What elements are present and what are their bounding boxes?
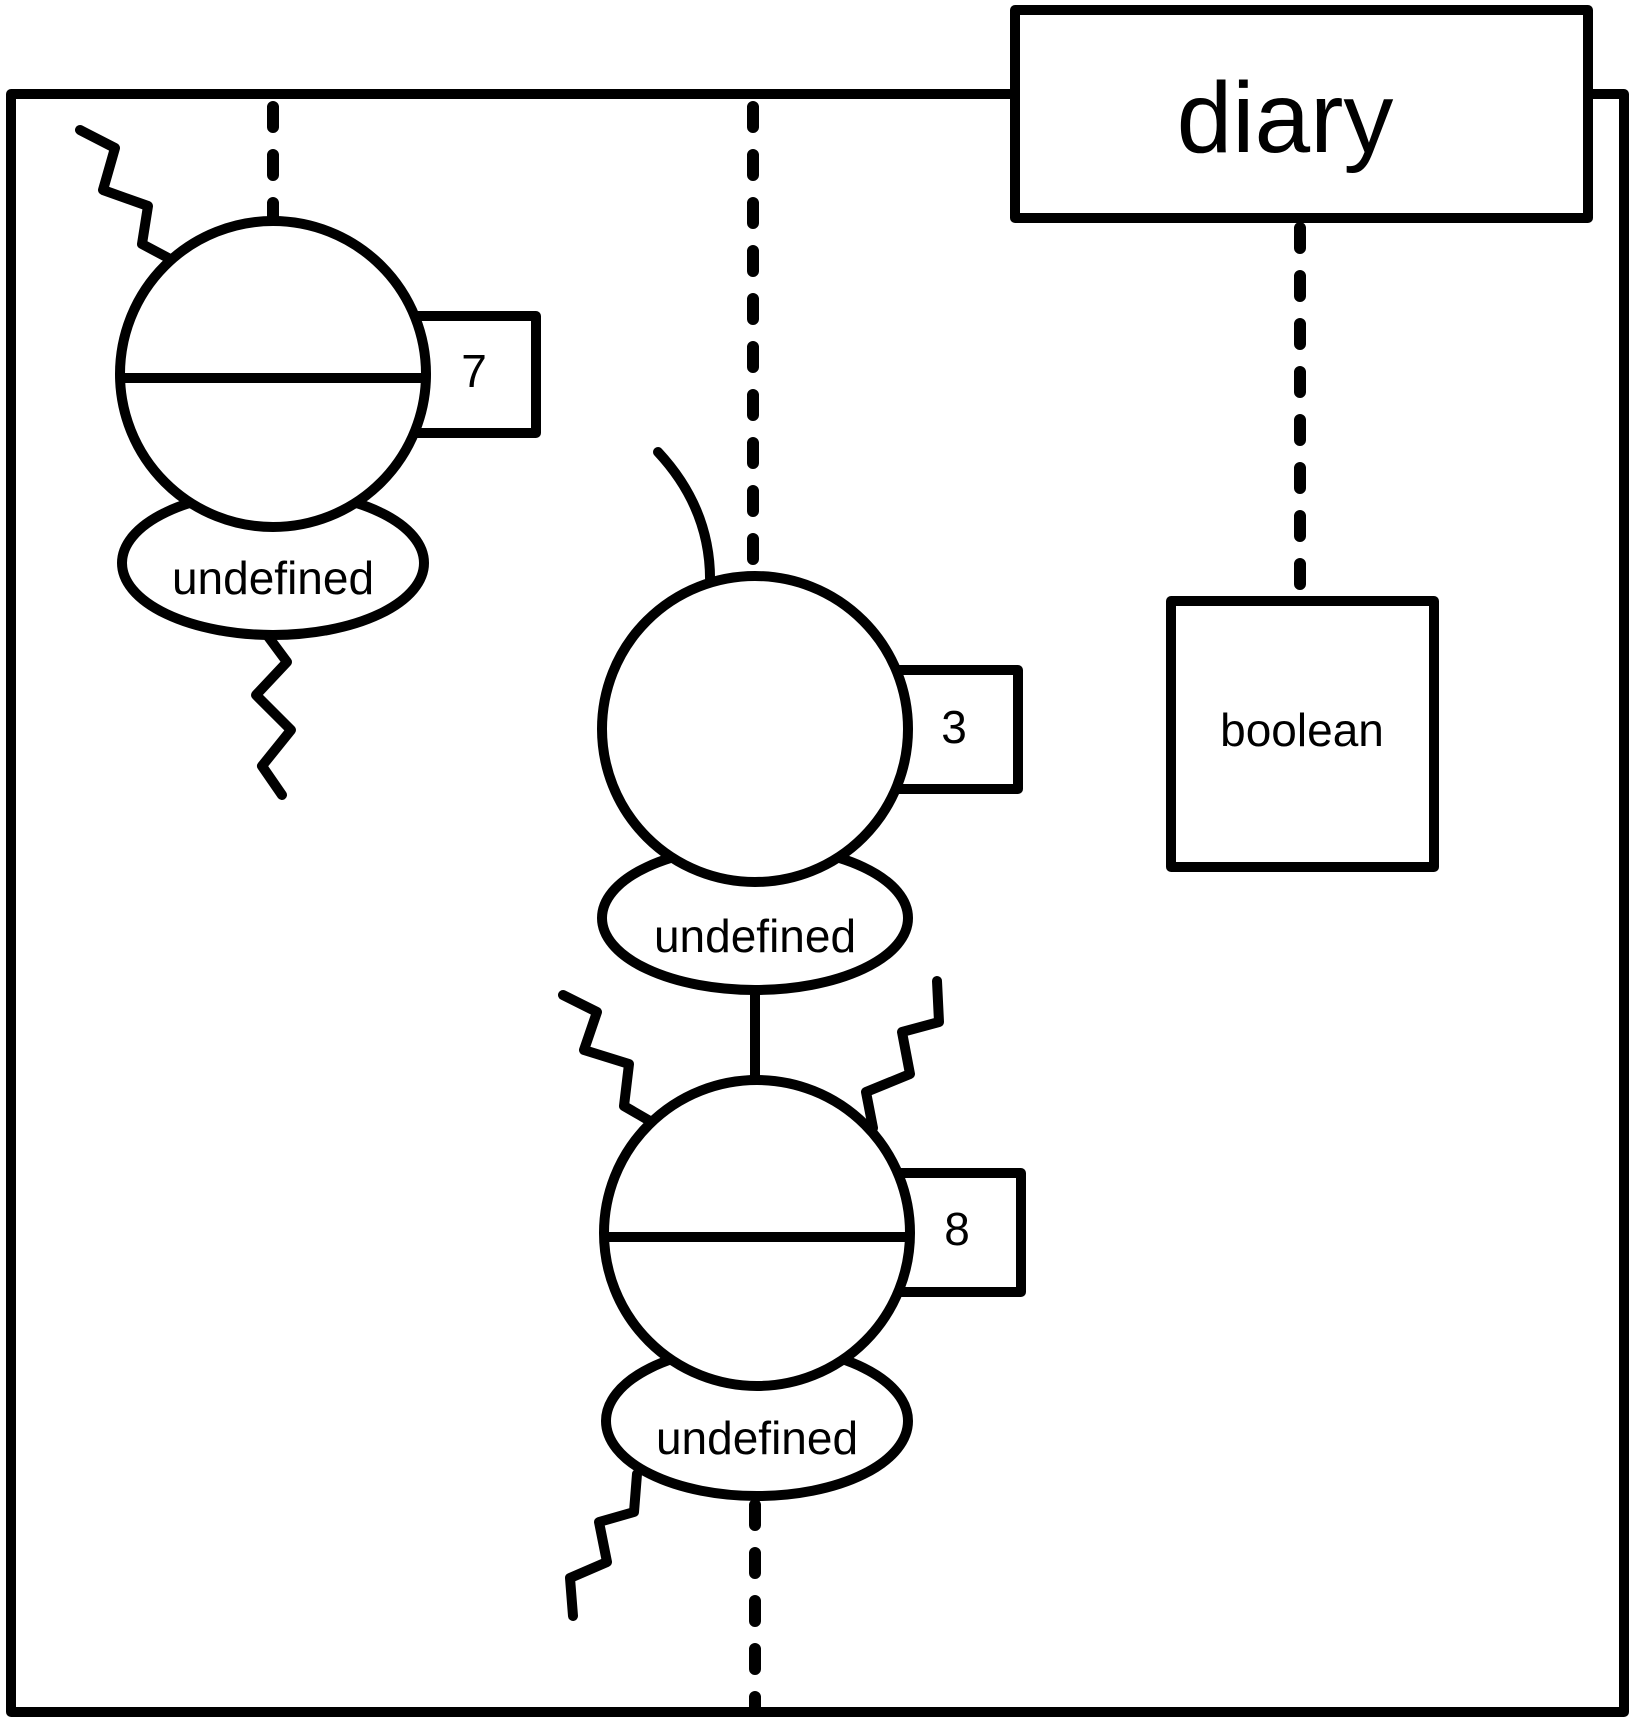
ellipse-label: undefined: [654, 910, 856, 962]
zigzag-connector: [558, 990, 660, 1129]
zigzag-connector: [565, 1469, 642, 1621]
number-label: 3: [941, 701, 967, 753]
title-box: [1010, 5, 1593, 223]
node-circle: [597, 571, 913, 887]
title-text: diary: [1177, 62, 1394, 174]
node-2: 3 undefined: [597, 447, 1023, 1087]
number-label: 8: [944, 1203, 970, 1255]
zigzag-connector: [251, 630, 296, 800]
type-box: [1166, 596, 1439, 872]
type-box-label: boolean: [1220, 704, 1384, 756]
curved-connector: [653, 447, 716, 590]
zigzag-connector: [861, 976, 944, 1133]
ellipse-label: undefined: [172, 552, 374, 604]
node-1: 7 undefined: [75, 125, 541, 800]
ellipse-label: undefined: [656, 1412, 858, 1464]
zigzag-connector: [75, 125, 177, 265]
number-label: 7: [461, 345, 487, 397]
number-box: [888, 665, 1023, 794]
outer-frame: [6, 89, 1629, 1717]
node-3: 8 undefined: [558, 976, 1026, 1621]
